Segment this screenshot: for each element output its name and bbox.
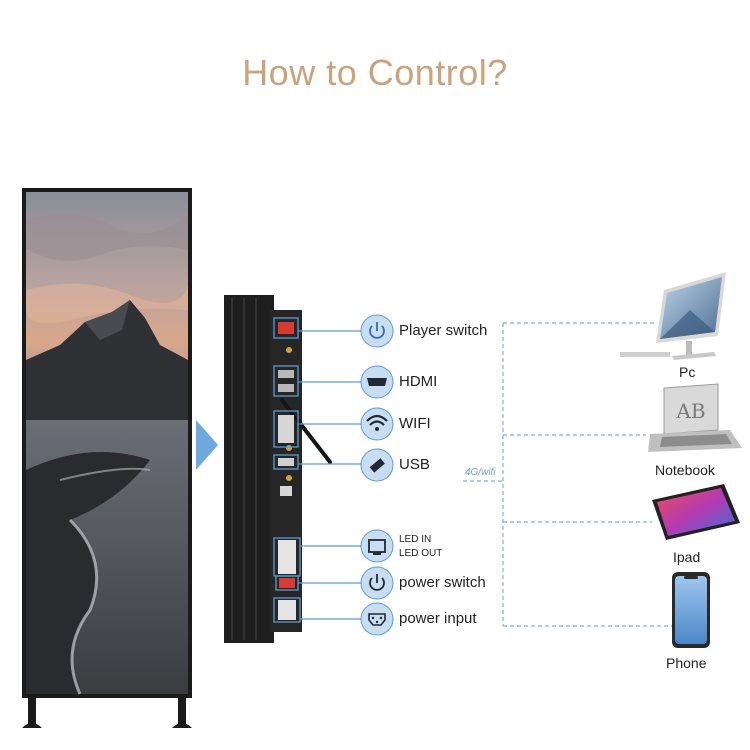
network-lines — [463, 322, 672, 627]
wifi-module — [278, 415, 294, 443]
ipad-device — [652, 484, 740, 540]
power-switch-port — [279, 578, 295, 588]
usb-port — [278, 458, 294, 466]
port-icons — [360, 314, 394, 636]
power-socket-icon — [360, 602, 394, 636]
svg-text:AB: AB — [675, 399, 705, 423]
led-out-label: LED OUT — [399, 548, 443, 559]
poster-screen — [22, 188, 192, 728]
notebook-device: AB — [648, 383, 742, 452]
power-switch-icon — [360, 566, 394, 600]
led-in-label: LED IN — [399, 534, 432, 545]
hdmi-icon — [360, 365, 394, 399]
player-switch-port — [278, 322, 294, 334]
usb-label: USB — [399, 456, 430, 473]
led-label: LED IN LED OUT — [399, 533, 442, 561]
player-switch-label: Player switch — [399, 322, 488, 339]
arrow-icon — [196, 420, 218, 470]
phone-device — [672, 572, 710, 648]
antenna — [280, 398, 332, 464]
ethernet-icon — [360, 529, 394, 563]
power-switch-label: power switch — [399, 574, 486, 591]
hdmi-port — [278, 370, 294, 378]
ipad-label: Ipad — [673, 549, 701, 565]
wifi-label: WIFI — [399, 415, 431, 432]
usb-icon — [360, 448, 394, 482]
network-label: 4G/wifi — [465, 467, 496, 478]
pc-label: Pc — [679, 364, 696, 380]
notebook-label: Notebook — [655, 462, 715, 478]
hdmi-label: HDMI — [399, 373, 438, 390]
led-port — [278, 540, 296, 574]
wifi-icon — [360, 407, 394, 441]
side-panel — [224, 295, 332, 643]
phone-label: Phone — [666, 655, 707, 671]
page-title: How to Control? — [242, 52, 508, 93]
power-input-port — [278, 600, 296, 620]
port-connectors — [273, 317, 361, 623]
pc-device — [620, 272, 726, 360]
power-input-label: power input — [399, 610, 477, 627]
player-switch-icon — [360, 314, 394, 348]
